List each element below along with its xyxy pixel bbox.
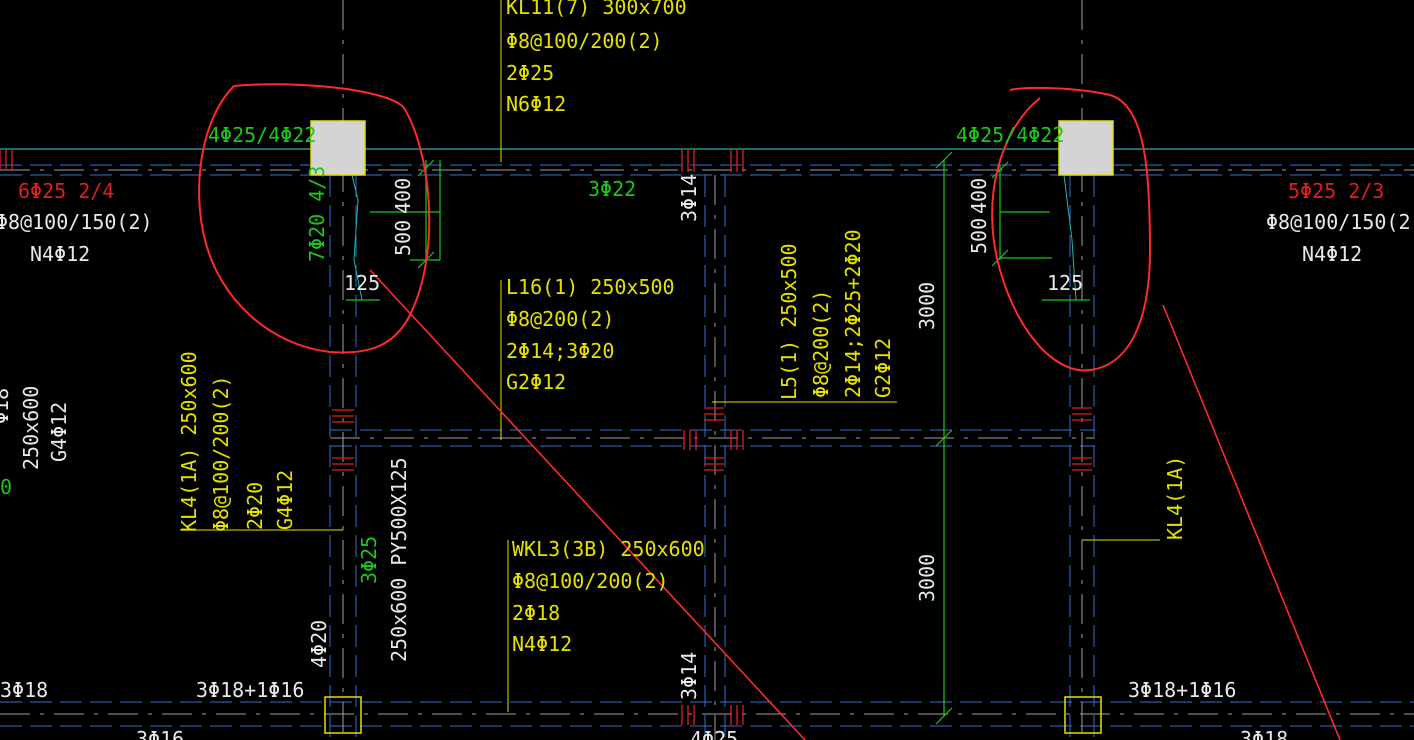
label-far-left-green: 0 [0,475,12,499]
markup-diagonal-right [1162,304,1341,740]
label-left-bot-4f20: 4Φ20 [307,620,331,668]
label-l5-stirrup: Φ8@200(2) [809,290,833,398]
label-right-beam-stirrup: Φ8@100/150(2) [1266,210,1414,234]
label-left-dim-125: 125 [344,271,380,295]
label-left-beam-side: N4Φ12 [30,242,90,266]
label-far-left-1: 250x600 [19,386,43,470]
label-wkl3-stirrup: Φ8@100/200(2) [512,569,669,593]
label-right-dim-125: 125 [1047,271,1083,295]
label-kl11-name: KL11(7) 300x700 [506,0,687,19]
label-right-dim-400: 400 [967,178,991,214]
label-bot-cut-1: 3Φ16 [136,727,184,740]
label-left-beam-bot: 6Φ25 2/4 [18,179,114,203]
markup-circle-right [991,86,1152,372]
label-dim-3000-top: 3000 [915,282,939,330]
label-left-col-top: 4Φ25/4Φ22 [208,123,316,147]
label-kl4-bars: 2Φ20 [243,482,267,530]
label-l16-name: L16(1) 250x500 [506,275,675,299]
label-bot-3f18-1f16-right: 3Φ18+1Φ16 [1128,678,1236,702]
label-kl4-side: G4Φ12 [273,470,297,530]
markup-annotations [198,83,1341,740]
label-kl11-side: N6Φ12 [506,92,566,116]
label-dim-3000-bottom: 3000 [915,554,939,602]
label-wkl3-name: WKL3(3B) 250x600 [512,537,705,561]
label-l16-stirrup: Φ8@200(2) [506,307,614,331]
label-wkl3-side: N4Φ12 [512,632,572,656]
label-right-dim-500: 500 [967,218,991,254]
column-top-left [310,120,366,176]
column-bottom-right [1064,696,1102,734]
dimension-lines [346,151,1090,725]
label-kl4-name: KL4(1A) 250x600 [177,351,201,532]
label-left-dim-400: 400 [391,178,415,214]
label-right-beam-bot: 5Φ25 2/3 [1288,179,1384,203]
label-mid-top-bar: 3Φ22 [588,177,636,201]
label-right-col-top: 4Φ25/4Φ22 [956,123,1064,147]
label-kl4-stirrup: Φ8@100/200(2) [209,375,233,532]
label-right-beam-side: N4Φ12 [1302,242,1362,266]
label-left-beam-stirrup: Φ8@100/150(2) [0,210,153,234]
columns [310,120,1114,734]
label-left-vert-bar: 7Φ20 4/3 [305,166,329,262]
label-bot-left-3f18: 3Φ18 [0,678,48,702]
label-bot-3f18-1f16-left: 3Φ18+1Φ16 [196,678,304,702]
label-l16-bars: 2Φ14;3Φ20 [506,339,614,363]
label-bot-cut-2: 4Φ25 [690,727,738,740]
label-l5-side: G2Φ12 [871,338,895,398]
markup-diagonal-left [369,269,806,740]
label-far-left-2: G4Φ12 [47,402,71,462]
column-top-right [1058,120,1114,176]
markup-circle-left [198,83,431,354]
label-left-bot-3f25: 3Φ25 [357,536,381,584]
column-bottom-left [324,696,362,734]
label-l5-name: L5(1) 250x500 [777,243,801,400]
label-l5-bars: 2Φ14;2Φ25+2Φ20 [841,229,865,398]
label-wkl3-bars: 2Φ18 [512,601,560,625]
label-kl11-stirrup: Φ8@100/200(2) [506,29,663,53]
label-kl11-top: 2Φ25 [506,61,554,85]
label-left-dim-500: 500 [391,220,415,256]
label-mid-vert-bottom: 3Φ14 [677,652,701,700]
break-marks [0,150,1092,725]
label-left-bot-py: 250x600 PY500X125 [387,457,411,662]
label-l16-side: G2Φ12 [506,370,566,394]
label-right-kl4: KL4(1A) [1163,456,1187,540]
label-bot-cut-3: 3Φ18 [1240,727,1288,740]
label-mid-vert-top: 3Φ14 [677,174,701,222]
label-far-left-3: Φ18 [0,388,13,424]
leader-lines [180,0,1160,712]
